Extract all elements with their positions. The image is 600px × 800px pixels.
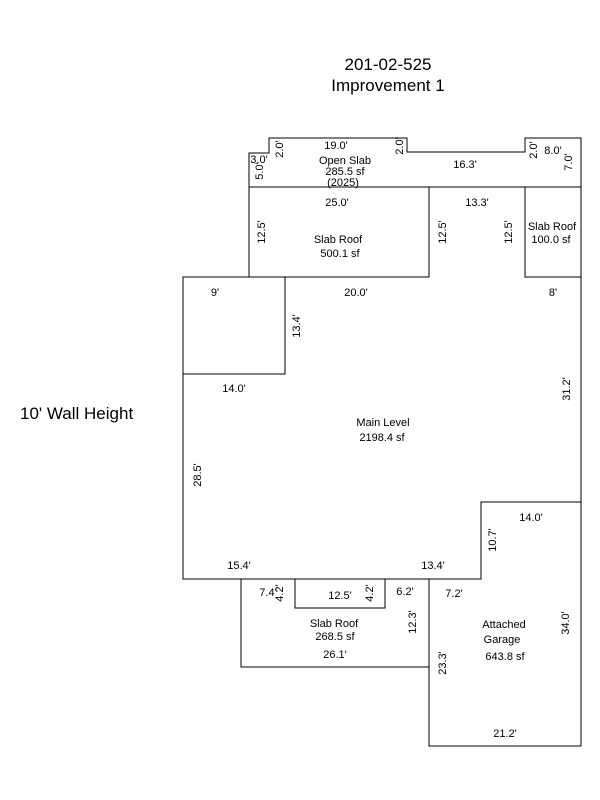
dim-7-0: 7.0' [563,153,575,170]
slab-roof-bottom-outline [240,579,429,668]
dim-12-3: 12.3' [407,610,419,634]
open-slab-outline [248,137,582,187]
open-slab-area: 285.5 sf [325,166,365,178]
dim-8-0: 8.0' [544,145,561,157]
dim-34-0: 34.0' [560,611,572,635]
dim-2-0-a: 2.0' [274,140,286,157]
dim-25-0: 25.0' [325,197,349,209]
wall-height-note: 10' Wall Height [20,404,134,423]
dim-15-4: 15.4' [227,560,251,572]
dim-12-5-b: 12.5' [437,220,449,244]
dim-10-7: 10.7' [487,528,499,552]
main-level-step [183,277,286,375]
dim-4-2-b: 4.2' [364,584,376,601]
dim-12-5-d: 12.5' [328,590,352,602]
slab-roof-right-label: Slab Roof [528,221,577,233]
dim-4-2-a: 4.2' [274,584,286,601]
garage-outline [428,502,582,747]
dim-7-2: 7.2' [445,588,462,600]
slab-roof-bottom-label: Slab Roof [310,618,359,630]
dim-7-4: 7.4' [259,587,276,599]
dim-3-0: 3.0' [250,154,267,166]
dim-12-5-c: 12.5' [503,220,515,244]
dim-12-5-a: 12.5' [256,220,268,244]
main-level-area: 2198.4 sf [359,432,405,444]
main-level-label: Main Level [356,417,409,429]
dim-13-4-a: 13.4' [291,314,303,338]
dim-14-0-b: 14.0' [519,512,543,524]
dim-16-3: 16.3' [453,159,477,171]
slab-roof-bottom-notch [294,579,386,609]
dim-21-2: 21.2' [493,728,517,740]
dim-13-3: 13.3' [465,197,489,209]
improvement-title: Improvement 1 [331,76,445,95]
garage-area: 643.8 sf [485,651,525,663]
dim-5-0: 5.0' [254,162,266,179]
dim-19-0: 19.0' [324,140,348,152]
dim-23-3: 23.3' [437,651,449,675]
dim-20-0: 20.0' [344,287,368,299]
slab-roof-right-outline [524,187,581,278]
dim-13-4-b: 13.4' [421,560,445,572]
dim-14-0-a: 14.0' [222,383,246,395]
garage-label-line2: Garage [484,634,521,646]
slab-roof-top-label: Slab Roof [314,234,363,246]
slab-roof-bottom-area: 268.5 sf [315,631,355,643]
slab-roof-top-area: 500.1 sf [320,248,360,260]
parcel-id-title: 201-02-525 [344,55,432,74]
dim-6-2: 6.2' [396,586,413,598]
dim-9: 9' [211,287,219,299]
open-slab-year: (2025) [327,177,359,189]
dim-31-2: 31.2' [561,377,573,401]
dim-2-0-c: 2.0' [528,141,540,158]
open-slab-label: Open Slab [319,155,371,167]
slab-roof-top-outline [248,187,430,278]
slab-roof-right-area: 100.0 sf [531,234,571,246]
garage-label-line1: Attached [482,619,525,631]
dim-26-1: 26.1' [323,649,347,661]
dim-28-5: 28.5' [192,463,204,487]
dim-8: 8' [549,287,557,299]
dim-2-0-b: 2.0' [394,137,406,154]
